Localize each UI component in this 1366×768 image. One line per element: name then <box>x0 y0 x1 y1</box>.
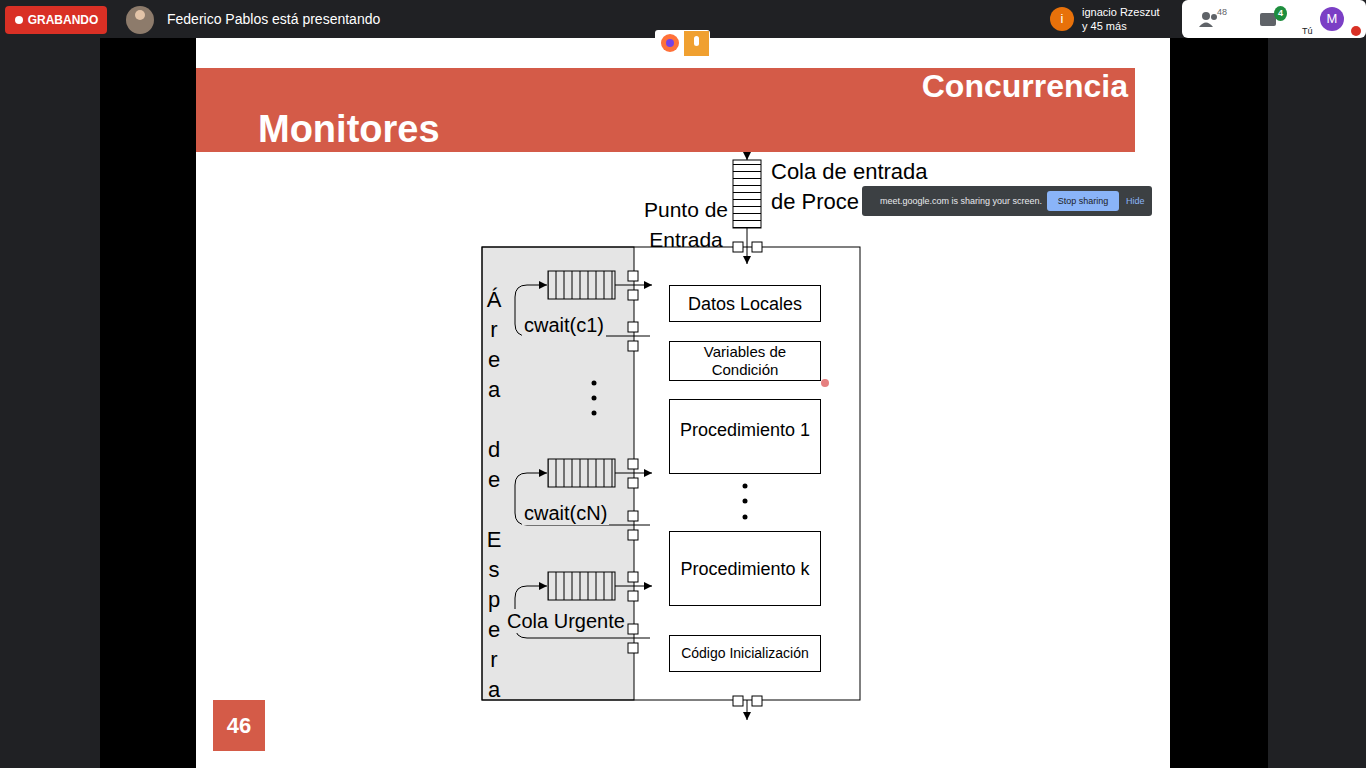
gate-square <box>752 242 762 252</box>
condition-queue <box>548 459 615 487</box>
stop-button-text: Stop sharing <box>1058 196 1109 207</box>
recording-badge: GRABANDO <box>5 6 107 34</box>
pointer-dot <box>821 379 829 387</box>
process-box-text: Procedimiento 1 <box>680 419 810 441</box>
entry-arrow <box>747 152 748 160</box>
process-box-text: Código Inicialización <box>681 645 809 662</box>
count-badge-text: 4 <box>1278 8 1283 19</box>
exit-arrow <box>747 700 748 720</box>
urgent-queue <box>548 572 615 600</box>
people-icon <box>1199 23 1213 28</box>
slide <box>196 38 1170 768</box>
section-title: Concurrencia <box>922 68 1128 104</box>
controls-panel <box>1182 0 1366 38</box>
slide-title: Monitores <box>258 106 440 152</box>
gate-square <box>628 271 638 281</box>
queue-arrow <box>615 586 652 587</box>
people-icon <box>1211 14 1217 20</box>
ellipsis-dot <box>592 396 597 401</box>
page-number-text: 46 <box>227 713 251 739</box>
queue-label: cwait(cN) <box>522 501 609 525</box>
waiting-area <box>482 247 634 700</box>
avatar-circle-text: M <box>1327 11 1338 27</box>
people-count: 48 <box>1217 7 1227 18</box>
process-box: Código Inicialización <box>669 635 821 672</box>
tab-icons <box>655 30 710 57</box>
avatar-circle-text: i <box>1061 11 1064 27</box>
ellipsis-dot <box>743 515 748 520</box>
participant-name: ignacio Rzeszut <box>1082 6 1160 19</box>
browser-icon <box>661 34 679 52</box>
gate-square <box>628 643 638 653</box>
process-box: Procedimiento 1 <box>669 399 821 474</box>
gate-square <box>628 511 638 521</box>
ellipsis-dot <box>592 411 597 416</box>
share-bar: meet.google.com is sharing your screen. H… <box>862 186 1152 216</box>
mic-symbol <box>694 36 699 46</box>
gate-square <box>628 624 638 634</box>
gate-square <box>628 322 638 332</box>
gate-square <box>628 478 638 488</box>
process-box-text: Procedimiento k <box>680 558 809 580</box>
title-band: ConcurrenciaMonitores <box>196 68 1135 152</box>
gate-square <box>733 696 743 706</box>
waiting-area-label: Área de Espera <box>484 285 504 705</box>
self-label: Tú <box>1302 26 1313 37</box>
presenter-face <box>135 10 145 20</box>
mic-indicator <box>684 31 709 56</box>
queue-label: cwait(c1) <box>522 313 606 337</box>
gate-square <box>628 530 638 540</box>
process-box: Variables de Condición <box>669 341 821 381</box>
avatar-circle: i <box>1050 7 1074 31</box>
ellipsis-dot <box>592 381 597 386</box>
entry-queue-label: Cola de entrada de Proce <box>771 157 949 217</box>
gate-square <box>628 341 638 351</box>
ellipsis-dot <box>743 484 748 489</box>
people-icon <box>1202 12 1210 20</box>
page-number: 46 <box>213 700 265 751</box>
stop-button: Stop sharing <box>1047 191 1119 211</box>
mic-off-icon <box>1351 26 1361 36</box>
presenter-panel <box>1045 0 1170 38</box>
process-box-text: Datos Locales <box>688 293 802 315</box>
gate-square <box>733 242 743 252</box>
ellipsis-dot <box>743 499 748 504</box>
gate-square <box>628 459 638 469</box>
queue-arrow <box>615 473 652 474</box>
queue-arrow <box>615 285 652 286</box>
participant-count: y 45 más <box>1082 20 1127 33</box>
share-notice: meet.google.com is sharing your screen. <box>880 186 1042 216</box>
entry-point-label: Punto de Entrada <box>636 195 736 255</box>
entry-queue <box>733 160 761 228</box>
presenter-avatar <box>126 6 154 34</box>
gate-square <box>752 696 762 706</box>
gate-square <box>628 591 638 601</box>
condition-queue <box>548 271 615 299</box>
presenter-status: Federico Pablos está presentando <box>167 11 380 28</box>
avatar-circle: M <box>1320 7 1344 31</box>
video-area <box>100 38 1268 768</box>
hide-link: Hide <box>1126 186 1145 216</box>
process-box: Datos Locales <box>669 285 821 322</box>
gate-square <box>628 572 638 582</box>
queue-label: Cola Urgente <box>505 609 627 633</box>
monitor-frame <box>482 247 860 700</box>
recording-badge-text: GRABANDO <box>28 13 99 27</box>
entry-arrow <box>747 228 748 264</box>
process-box: Procedimiento k <box>669 531 821 606</box>
gate-square <box>628 290 638 300</box>
count-badge: 4 <box>1274 6 1287 21</box>
process-box-text: Variables de Condición <box>690 343 800 379</box>
browser-icon-core <box>666 39 674 47</box>
